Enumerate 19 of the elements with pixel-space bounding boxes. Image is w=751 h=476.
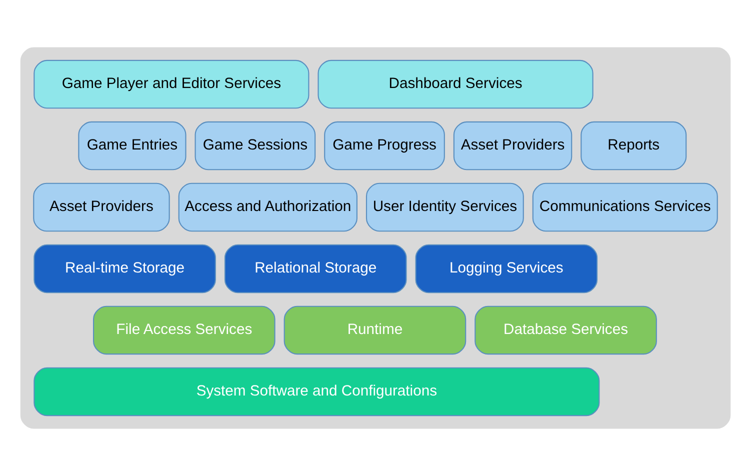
node-box: Game Progress xyxy=(324,121,445,170)
node-box: Logging Services xyxy=(415,244,598,294)
node-box: Communications Services xyxy=(532,182,718,232)
node-box: File Access Services xyxy=(93,306,276,355)
node-box: Game Player and Editor Services xyxy=(34,60,310,109)
node-box: Reports xyxy=(580,121,687,170)
node-box: Dashboard Services xyxy=(318,60,594,109)
node-box: Relational Storage xyxy=(224,244,407,294)
node-box: Real-time Storage xyxy=(34,244,216,294)
node-box: Game Entries xyxy=(78,121,186,170)
cluster xyxy=(20,47,731,429)
node-box: Asset Providers xyxy=(33,182,170,232)
node-box: Access and Authorization xyxy=(178,182,358,232)
node-box: Database Services xyxy=(474,306,657,355)
node-box: User Identity Services xyxy=(366,182,524,232)
node-box: Runtime xyxy=(284,306,466,355)
node-box: Asset Providers xyxy=(453,121,572,170)
node-box: Game Sessions xyxy=(194,121,316,170)
node-box: System Software and Configurations xyxy=(34,367,600,416)
